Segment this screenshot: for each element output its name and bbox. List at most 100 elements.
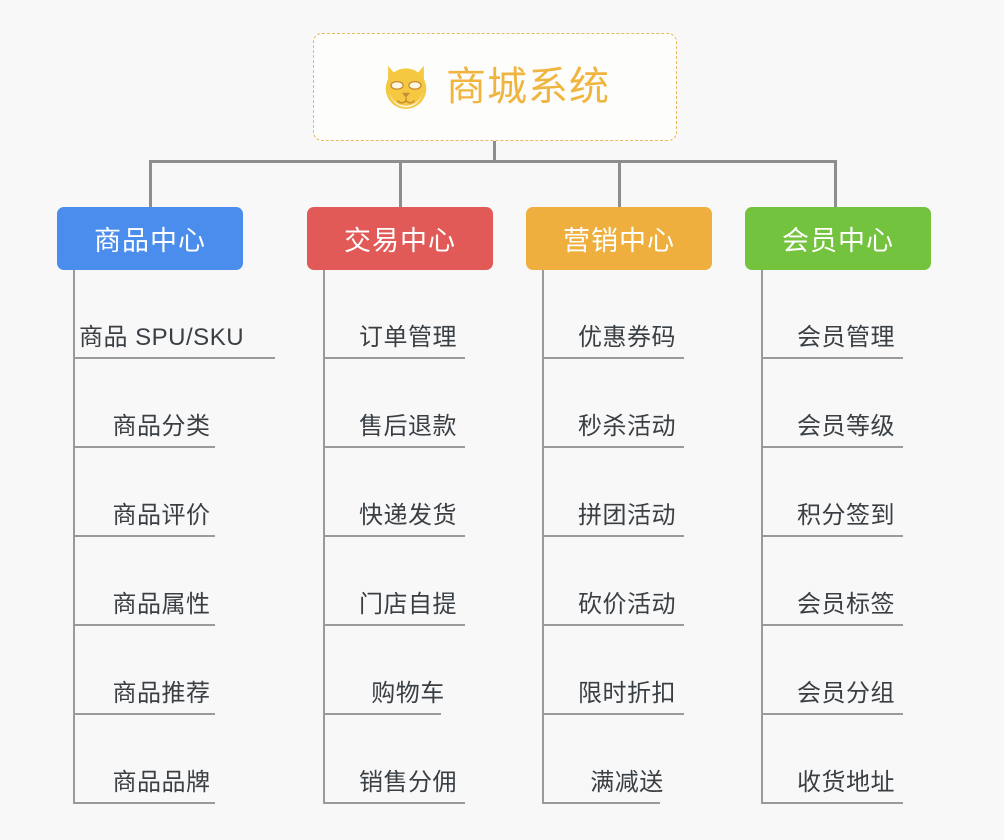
list-item-label: 商品 SPU/SKU bbox=[79, 324, 245, 351]
category-column-trade: 交易中心 订单管理 售后退款 快递发货 门店自提 购物车 销售分佣 bbox=[307, 207, 493, 804]
list-item[interactable]: 满减送 bbox=[542, 715, 712, 804]
list-item[interactable]: 收货地址 bbox=[761, 715, 931, 804]
list-item-label: 砍价活动 bbox=[578, 591, 676, 618]
list-item[interactable]: 积分签到 bbox=[761, 448, 931, 537]
list-item-label: 积分签到 bbox=[797, 502, 895, 529]
list-item-rule bbox=[323, 446, 465, 448]
category-column-product: 商品中心 商品 SPU/SKU 商品分类 商品评价 商品属性 商品推荐 商品品牌 bbox=[57, 207, 275, 804]
list-item-rule bbox=[73, 446, 215, 448]
list-item[interactable]: 拼团活动 bbox=[542, 448, 712, 537]
list-item-label: 秒杀活动 bbox=[578, 413, 676, 440]
list-item-label: 门店自提 bbox=[359, 591, 457, 618]
list-item-rule bbox=[73, 624, 215, 626]
category-header-member[interactable]: 会员中心 bbox=[745, 207, 931, 270]
column-spine bbox=[73, 270, 75, 804]
list-item[interactable]: 购物车 bbox=[323, 626, 493, 715]
connector-drop-2 bbox=[399, 160, 402, 208]
list-item[interactable]: 会员分组 bbox=[761, 626, 931, 715]
list-item-rule bbox=[73, 713, 215, 715]
list-item-rule bbox=[323, 624, 465, 626]
list-item-rule bbox=[542, 802, 660, 804]
list-item[interactable]: 商品分类 bbox=[73, 359, 250, 448]
column-spine bbox=[323, 270, 325, 804]
list-item-rule bbox=[323, 357, 465, 359]
list-item-label: 售后退款 bbox=[359, 413, 457, 440]
list-item-label: 优惠券码 bbox=[578, 324, 676, 351]
list-item-rule bbox=[761, 624, 903, 626]
list-item[interactable]: 商品 SPU/SKU bbox=[73, 270, 275, 359]
list-item-rule bbox=[323, 802, 465, 804]
list-item-label: 会员标签 bbox=[797, 591, 895, 618]
root-node-shop-system[interactable]: 商城系统 bbox=[313, 33, 677, 141]
list-item-rule bbox=[73, 802, 215, 804]
shiba-dog-icon bbox=[385, 65, 427, 109]
list-item-rule bbox=[542, 446, 684, 448]
list-item[interactable]: 销售分佣 bbox=[323, 715, 493, 804]
category-header-label: 商品中心 bbox=[94, 226, 206, 256]
column-spine bbox=[542, 270, 544, 804]
connector-drop-1 bbox=[149, 160, 152, 208]
list-item-rule bbox=[761, 535, 903, 537]
list-item-rule bbox=[761, 446, 903, 448]
list-item-label: 限时折扣 bbox=[578, 680, 676, 707]
list-item-rule bbox=[73, 535, 215, 537]
list-item-rule bbox=[542, 713, 684, 715]
list-item[interactable]: 会员等级 bbox=[761, 359, 931, 448]
list-item[interactable]: 售后退款 bbox=[323, 359, 493, 448]
column-spine bbox=[761, 270, 763, 804]
list-item-label: 收货地址 bbox=[797, 769, 895, 796]
connector-drop-4 bbox=[834, 160, 837, 208]
list-item[interactable]: 会员管理 bbox=[761, 270, 931, 359]
list-item[interactable]: 订单管理 bbox=[323, 270, 493, 359]
list-item-label: 快递发货 bbox=[359, 502, 457, 529]
list-item-label: 商品品牌 bbox=[112, 769, 211, 796]
list-item-label: 会员管理 bbox=[797, 324, 895, 351]
category-item-list: 商品 SPU/SKU 商品分类 商品评价 商品属性 商品推荐 商品品牌 bbox=[57, 270, 275, 804]
list-item[interactable]: 会员标签 bbox=[761, 537, 931, 626]
list-item[interactable]: 门店自提 bbox=[323, 537, 493, 626]
list-item-rule bbox=[323, 713, 441, 715]
list-item-label: 商品属性 bbox=[112, 591, 211, 618]
list-item[interactable]: 优惠券码 bbox=[542, 270, 712, 359]
list-item-label: 商品评价 bbox=[112, 502, 211, 529]
category-header-trade[interactable]: 交易中心 bbox=[307, 207, 493, 270]
category-header-product[interactable]: 商品中心 bbox=[57, 207, 243, 270]
list-item[interactable]: 商品推荐 bbox=[73, 626, 250, 715]
category-header-label: 交易中心 bbox=[344, 226, 456, 256]
list-item-rule bbox=[323, 535, 465, 537]
list-item[interactable]: 限时折扣 bbox=[542, 626, 712, 715]
list-item[interactable]: 商品属性 bbox=[73, 537, 250, 626]
list-item-label: 会员分组 bbox=[797, 680, 895, 707]
category-header-label: 营销中心 bbox=[563, 226, 675, 256]
list-item-label: 订单管理 bbox=[359, 324, 457, 351]
list-item-label: 会员等级 bbox=[797, 413, 895, 440]
list-item[interactable]: 砍价活动 bbox=[542, 537, 712, 626]
category-item-list: 优惠券码 秒杀活动 拼团活动 砍价活动 限时折扣 满减送 bbox=[526, 270, 712, 804]
root-node-title: 商城系统 bbox=[446, 65, 610, 109]
category-column-marketing: 营销中心 优惠券码 秒杀活动 拼团活动 砍价活动 限时折扣 满减送 bbox=[526, 207, 712, 804]
list-item[interactable]: 商品评价 bbox=[73, 448, 250, 537]
list-item-label: 满减送 bbox=[590, 769, 664, 796]
list-item[interactable]: 秒杀活动 bbox=[542, 359, 712, 448]
list-item-rule bbox=[761, 802, 903, 804]
list-item-rule bbox=[542, 624, 684, 626]
list-item-label: 商品推荐 bbox=[112, 680, 211, 707]
list-item-rule bbox=[73, 357, 275, 359]
list-item-rule bbox=[542, 357, 684, 359]
list-item[interactable]: 商品品牌 bbox=[73, 715, 250, 804]
list-item-label: 拼团活动 bbox=[578, 502, 676, 529]
list-item-label: 商品分类 bbox=[112, 413, 211, 440]
category-header-marketing[interactable]: 营销中心 bbox=[526, 207, 712, 270]
list-item[interactable]: 快递发货 bbox=[323, 448, 493, 537]
connector-drop-3 bbox=[618, 160, 621, 208]
list-item-rule bbox=[761, 357, 903, 359]
connector-horizontal-bus bbox=[149, 160, 837, 163]
category-item-list: 会员管理 会员等级 积分签到 会员标签 会员分组 收货地址 bbox=[745, 270, 931, 804]
category-item-list: 订单管理 售后退款 快递发货 门店自提 购物车 销售分佣 bbox=[307, 270, 493, 804]
category-column-member: 会员中心 会员管理 会员等级 积分签到 会员标签 会员分组 收货地址 bbox=[745, 207, 931, 804]
category-header-label: 会员中心 bbox=[782, 226, 894, 256]
list-item-label: 购物车 bbox=[371, 680, 445, 707]
list-item-rule bbox=[542, 535, 684, 537]
connector-trunk bbox=[493, 141, 496, 162]
